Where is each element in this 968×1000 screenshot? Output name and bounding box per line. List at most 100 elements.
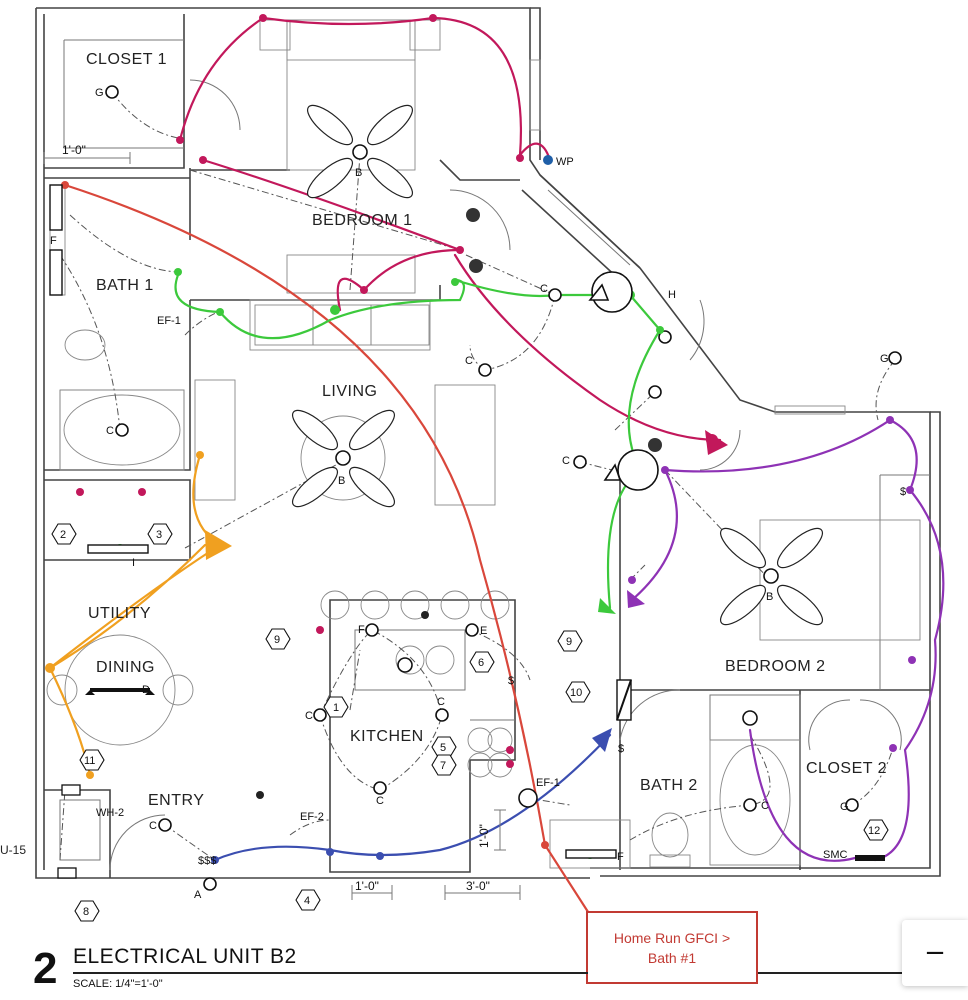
drawing-scale: SCALE: 1/4"=1'-0" <box>73 978 163 990</box>
keynote-11: 11 <box>79 749 105 771</box>
living-circuit-arrow <box>598 598 616 614</box>
letter-e: E <box>480 625 487 637</box>
room-closet2: CLOSET 2 <box>806 760 887 777</box>
room-labels: CLOSET 1 BEDROOM 1 BATH 1 LIVING UTILITY… <box>86 51 887 809</box>
letter-f: F <box>50 235 57 247</box>
light-fixture <box>158 818 172 832</box>
light-fixtures <box>105 85 902 891</box>
letter-c: C <box>562 455 570 467</box>
drawing-title: ELECTRICAL UNIT B2 <box>73 945 297 968</box>
label-wh2: WH-2 <box>96 807 124 819</box>
light-fixture <box>573 455 587 469</box>
svg-text:11: 11 <box>84 755 95 767</box>
light-fixture <box>105 85 119 99</box>
switch-triple: $$$ <box>198 855 216 867</box>
light-fixture <box>742 710 758 726</box>
dimensions: 1'-0" 1'-0" 3'-0" 1'-0" <box>43 143 521 900</box>
dim-entry: 1'-0" <box>355 879 379 893</box>
ceiling-fan-bedroom1 <box>307 104 413 199</box>
letter-c: C <box>540 283 548 295</box>
device-letters: G G G C C C C C C C C C B B B F F F I D … <box>50 87 906 901</box>
switch-single: $ <box>508 675 514 687</box>
light-fixture <box>518 788 538 808</box>
wire-bedroom2-circuit <box>630 418 945 862</box>
wire-kitchen-entry-circuit <box>213 733 612 862</box>
keynote-12: 12 <box>863 819 889 841</box>
letter-c: C <box>305 710 313 722</box>
walls <box>35 7 941 879</box>
letter-c: C <box>149 820 157 832</box>
room-dining: DINING <box>96 659 155 676</box>
keynote-3: 3 <box>147 523 173 545</box>
light-fixture <box>435 708 449 722</box>
letter-f: F <box>358 624 365 636</box>
room-closet1: CLOSET 1 <box>86 51 167 68</box>
light-fixture <box>648 385 662 399</box>
keynote-5: 5 <box>431 736 457 758</box>
light-fixture <box>115 423 129 437</box>
wire-home-run-gfci <box>63 183 592 917</box>
title-underline <box>73 972 588 974</box>
annotation-text: Home Run GFCI > Bath #1 <box>613 929 731 966</box>
letter-h: H <box>668 289 676 301</box>
keynotes: 2 3 4 5 6 7 8 9 9 10 11 12 1 <box>51 523 889 922</box>
letter-b: B <box>766 591 773 603</box>
dim-closet1: 1'-0" <box>62 143 86 157</box>
keynote-6: 6 <box>469 651 495 673</box>
light-fixture <box>658 330 672 344</box>
light-fixture <box>465 623 479 637</box>
svg-text:7: 7 <box>440 760 446 772</box>
label-ef1-bath: EF-1 <box>157 315 181 327</box>
svg-text:9: 9 <box>274 634 280 646</box>
letter-c: C <box>376 795 384 807</box>
wire-living-circuit <box>174 273 662 610</box>
dining-circuit-arrow <box>205 530 232 560</box>
room-utility: UTILITY <box>88 605 151 622</box>
ceiling-fan-bedroom2 <box>720 527 823 626</box>
light-fixture <box>743 798 757 812</box>
letter-b: B <box>355 167 362 179</box>
switch-single: $ <box>618 743 624 755</box>
switch-legs <box>59 91 896 861</box>
room-entry: ENTRY <box>148 792 204 809</box>
receptacle-markers <box>45 14 916 864</box>
light-fixture <box>548 288 562 302</box>
letter-c: C <box>465 355 473 367</box>
minus-icon: − <box>924 938 946 968</box>
bedroom2-circuit-arrow <box>627 590 645 608</box>
wire-bedroom1-circuit <box>178 16 722 442</box>
svg-text:6: 6 <box>478 657 484 669</box>
svg-text:10: 10 <box>570 687 582 699</box>
letter-a: A <box>194 889 202 901</box>
light-fixture <box>373 781 387 795</box>
letter-g: G <box>95 87 104 99</box>
keynote-9b: 9 <box>557 630 583 652</box>
room-kitchen: KITCHEN <box>350 728 424 745</box>
drawing-number: 2 <box>33 944 58 993</box>
home-run-annotation: Home Run GFCI > Bath #1 <box>586 911 758 984</box>
label-ef1: EF-1 <box>536 777 560 789</box>
label-smc: SMC <box>823 849 848 861</box>
light-fixture <box>313 708 327 722</box>
light-fixture <box>888 351 902 365</box>
svg-text:8: 8 <box>83 906 89 918</box>
letter-b: B <box>338 475 345 487</box>
dim-hall: 3'-0" <box>466 879 490 893</box>
svg-text:2: 2 <box>60 529 66 541</box>
svg-text:4: 4 <box>304 895 310 907</box>
keynote-9: 9 <box>265 628 291 650</box>
svg-text:3: 3 <box>156 529 162 541</box>
edge-label: U-15 <box>0 843 27 857</box>
svg-text:1: 1 <box>333 702 339 714</box>
letter-f: F <box>617 851 624 863</box>
letter-i: I <box>132 557 135 569</box>
letter-c: C <box>106 425 114 437</box>
svg-text:5: 5 <box>440 742 446 754</box>
room-living: LIVING <box>322 383 377 400</box>
letter-g: G <box>880 353 889 365</box>
letter-d: D <box>142 684 150 696</box>
label-ef2: EF-2 <box>300 811 324 823</box>
zoom-out-button[interactable]: − <box>902 920 968 986</box>
light-fixture <box>203 877 217 891</box>
keynote-8: 8 <box>74 900 100 922</box>
